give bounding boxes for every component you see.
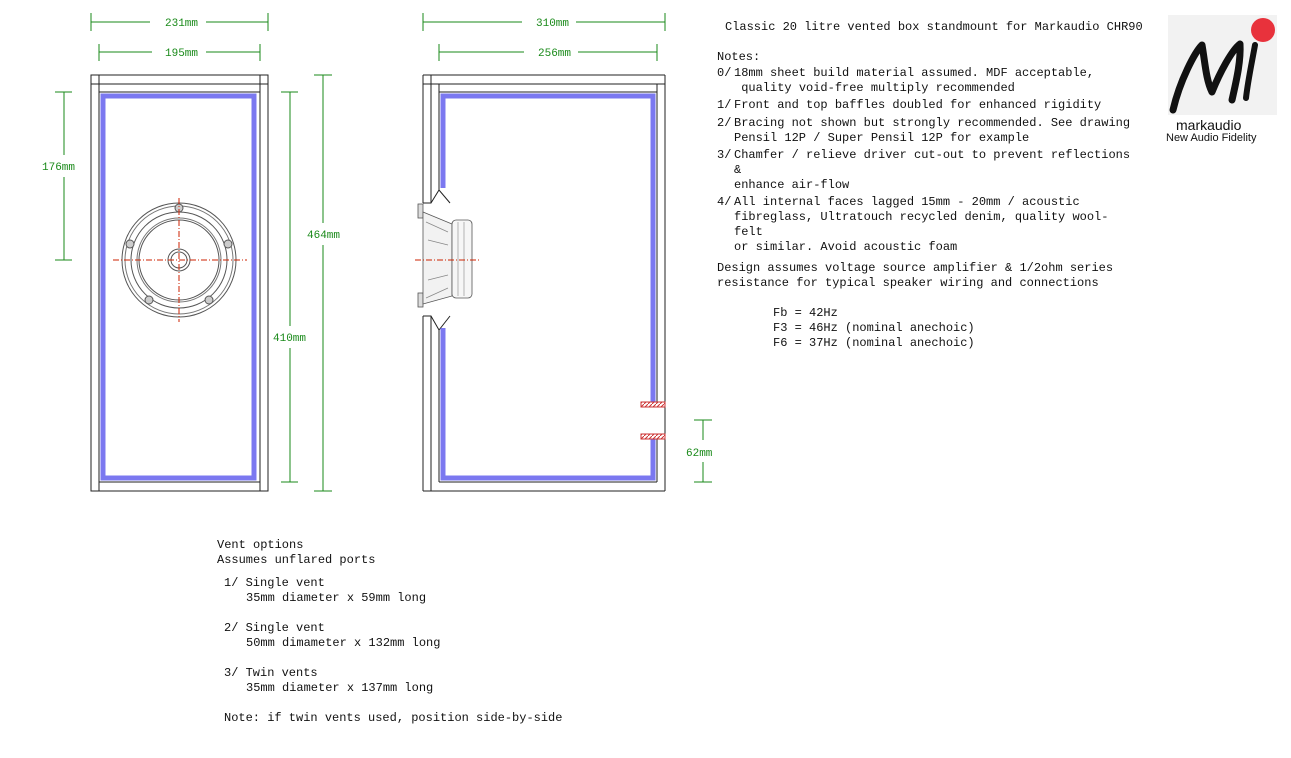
- vent-heading: Vent options: [217, 538, 304, 552]
- svg-text:231mm: 231mm: [165, 18, 198, 30]
- svg-text:176mm: 176mm: [42, 162, 75, 174]
- notes-section: Notes: 0/18mm sheet build material assum…: [717, 50, 1157, 256]
- design-line-2: resistance for typical speaker wiring an…: [717, 276, 1099, 290]
- dim-driver-height: 176mm: [42, 91, 75, 261]
- vent-option-detail: 35mm diameter x 137mm long: [246, 681, 434, 695]
- note-item: 0/18mm sheet build material assumed. MDF…: [717, 66, 1095, 95]
- vent-subheading: Assumes unflared ports: [217, 553, 376, 567]
- front-view: [90, 74, 269, 492]
- side-lagging-bottom: [440, 328, 656, 481]
- driver-front: [113, 198, 247, 322]
- dim-side-inner-depth: 256mm: [438, 44, 658, 61]
- vent-port: [640, 401, 666, 440]
- dim-vent-height: 62mm: [686, 419, 713, 483]
- svg-text:195mm: 195mm: [165, 48, 198, 60]
- logo-tagline: New Audio Fidelity: [1166, 132, 1257, 144]
- markaudio-logo: [1168, 15, 1277, 115]
- design-f6: F6 = 37Hz (nominal anechoic): [773, 336, 975, 350]
- dim-front-outer-width: 231mm: [90, 13, 269, 31]
- logo-mark-icon: [1169, 40, 1244, 114]
- svg-text:62mm: 62mm: [686, 448, 713, 460]
- notes-heading: Notes:: [717, 50, 761, 64]
- vent-option-detail: 35mm diameter x 59mm long: [246, 591, 427, 605]
- design-line-1: Design assumes voltage source amplifier …: [717, 261, 1114, 275]
- dimensions: 231mm 195mm 176mm 464mm: [42, 13, 713, 492]
- note-item: 1/Front and top baffles doubled for enha…: [717, 98, 1102, 112]
- vent-option-detail: 50mm dimameter x 132mm long: [246, 636, 441, 650]
- note-item: 2/Bracing not shown but strongly recomme…: [717, 116, 1131, 145]
- driver-side: [415, 203, 479, 308]
- vent-option-label: 2/ Single vent: [224, 621, 325, 635]
- side-view: [415, 74, 666, 492]
- vent-option-label: 3/ Twin vents: [224, 666, 318, 680]
- logo-brand: markaudio: [1176, 117, 1242, 133]
- vent-option-label: 1/ Single vent: [224, 576, 325, 590]
- note-item: 3/Chamfer / relieve driver cut-out to pr…: [717, 148, 1131, 192]
- svg-text:310mm: 310mm: [536, 18, 569, 30]
- svg-text:410mm: 410mm: [273, 333, 306, 345]
- svg-text:256mm: 256mm: [538, 48, 571, 60]
- page-title: Classic 20 litre vented box standmount f…: [725, 20, 1143, 34]
- dim-front-inner-width: 195mm: [98, 44, 261, 61]
- side-lagging-top: [440, 93, 656, 402]
- dim-side-outer-depth: 310mm: [422, 13, 666, 31]
- front-lagging: [100, 93, 257, 481]
- dim-inner-height: 410mm: [273, 91, 306, 483]
- logo-dot-icon: [1251, 18, 1275, 42]
- svg-text:464mm: 464mm: [307, 230, 340, 242]
- note-item: 4/All internal faces lagged 15mm - 20mm …: [717, 195, 1109, 254]
- design-f3: F3 = 46Hz (nominal anechoic): [773, 321, 975, 335]
- dim-outer-height: 464mm: [307, 74, 340, 492]
- front-outer-panel: [90, 74, 269, 492]
- design-fb: Fb = 42Hz: [773, 306, 838, 320]
- vent-note: Note: if twin vents used, position side-…: [224, 711, 563, 725]
